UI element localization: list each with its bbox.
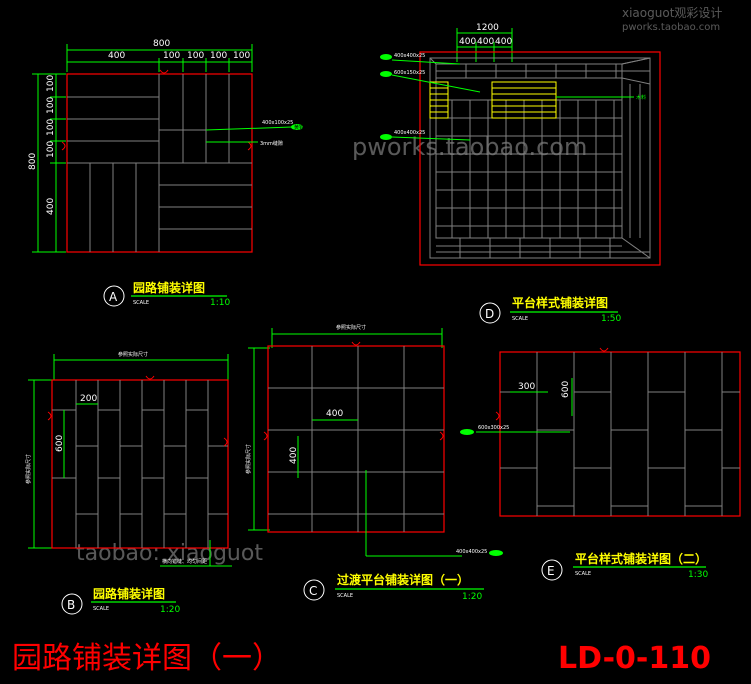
ratio-c: 1:20	[462, 592, 482, 602]
scale-c-label: SCALE	[337, 593, 353, 599]
label-e-letter: E	[547, 564, 555, 578]
dim-a-top-2: 100	[187, 51, 204, 61]
dim-c-w: 400	[326, 409, 343, 419]
dim-c-h: 400	[289, 447, 299, 464]
ratio-d: 1:50	[601, 314, 621, 324]
note-d-2: 600x150x25	[394, 70, 425, 76]
detail-d-plan: 1200 400 400 400	[380, 23, 661, 324]
note-a-tag: 黄锦	[294, 124, 304, 131]
ratio-e: 1:30	[688, 570, 708, 580]
dim-d-total: 1200	[476, 23, 499, 33]
note-d-1: 400x400x25	[394, 53, 425, 59]
dim-d-top-0: 400	[459, 37, 476, 47]
detail-a-plan: 800 400 100 100 100 100 800 100 100 100 …	[28, 39, 304, 308]
dim-c-top: 参照实际尺寸	[336, 324, 366, 331]
dim-d-top-1: 400	[477, 37, 494, 47]
dim-a-side-4: 400	[46, 198, 56, 215]
title-c: 过渡平台铺装详图（一）	[337, 572, 469, 587]
scale-b-label: SCALE	[93, 606, 109, 612]
sheet-title: 园路铺装详图（一）	[12, 641, 282, 676]
label-d-letter: D	[485, 307, 494, 321]
label-a-letter: A	[109, 290, 118, 304]
dim-a-side-2: 100	[46, 119, 56, 136]
dim-e-h: 600	[561, 381, 571, 398]
dim-b-top: 参照实际尺寸	[118, 351, 148, 358]
note-a-spec: 400x100x25	[262, 120, 293, 126]
dim-e-w: 300	[518, 382, 535, 392]
title-d: 平台样式铺装详图	[512, 295, 608, 310]
watermark-bottom: taobao: xiaoguot	[76, 541, 263, 566]
dim-a-top-4: 100	[233, 51, 250, 61]
scale-a-label: SCALE	[133, 300, 149, 306]
dim-a-top-0: 400	[108, 51, 125, 61]
dim-c-side: 参照实际尺寸	[245, 444, 252, 474]
scale-d-label: SCALE	[512, 316, 528, 322]
note-d-3: 400x400x25	[394, 130, 425, 136]
label-b-letter: B	[67, 598, 75, 612]
detail-b-plan: 参照实际尺寸 参照实际尺寸	[25, 351, 232, 615]
dim-a-side-0: 100	[46, 75, 56, 92]
watermark-top-right-sub: pworks.taobao.com	[622, 22, 720, 33]
dim-a-side-3: 100	[46, 141, 56, 158]
title-a: 园路铺装详图	[133, 280, 205, 295]
title-e: 平台样式铺装详图（二）	[575, 551, 707, 566]
dim-a-top-1: 100	[163, 51, 180, 61]
dim-a-side-total: 800	[28, 153, 38, 170]
watermark-top-right: xiaoguot观彩设计	[622, 6, 722, 20]
dim-b-side: 参照实际尺寸	[25, 454, 32, 484]
note-c-spec: 400x400x25	[456, 549, 487, 555]
dim-d-top-2: 400	[495, 37, 512, 47]
note-e-spec: 600x300x25	[478, 425, 509, 431]
scale-e-label: SCALE	[575, 571, 591, 577]
dim-a-total: 800	[153, 39, 170, 49]
ratio-a: 1:10	[210, 298, 230, 308]
title-b: 园路铺装详图	[93, 586, 165, 601]
detail-e-plan: 300 600 600x300x25 E 平台样式铺装详图（二） SCALE 1…	[460, 347, 741, 581]
note-a-joint: 3mm缝隙	[260, 140, 283, 147]
dim-b-w: 200	[80, 394, 97, 404]
ratio-b: 1:20	[160, 605, 180, 615]
dim-b-h: 600	[55, 435, 65, 452]
note-b: 横向错缝、均匀间距	[162, 558, 207, 565]
sheet-code: LD-0-110	[558, 641, 711, 676]
label-c-letter: C	[309, 584, 317, 598]
note-d-right: 木料	[636, 94, 646, 101]
dim-a-side-1: 100	[46, 97, 56, 114]
detail-c-plan: 参照实际尺寸 参照实际尺寸 400 400 400x400x25 C 过渡平台铺…	[245, 324, 503, 602]
dim-a-top-3: 100	[210, 51, 227, 61]
